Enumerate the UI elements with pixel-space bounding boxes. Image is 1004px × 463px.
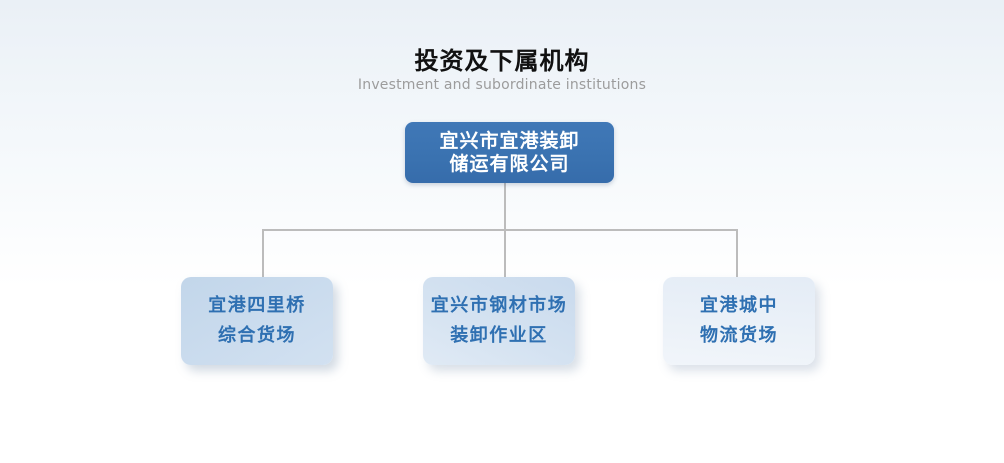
- org-node-root-line1: 宜兴市宜港装卸: [439, 130, 580, 153]
- org-node-child-steel-market-area: 宜兴市钢材市场 装卸作业区: [423, 277, 575, 365]
- org-node-root: 宜兴市宜港装卸 储运有限公司: [405, 122, 614, 183]
- page-title: 投资及下属机构: [414, 47, 590, 75]
- org-node-child-line2: 综合货场: [218, 325, 296, 346]
- org-node-child-silibridge-yard: 宜港四里桥 综合货场: [181, 277, 333, 365]
- connector-right-vertical: [736, 230, 738, 278]
- page-subtitle: Investment and subordinate institutions: [357, 77, 647, 93]
- org-node-child-line1: 宜兴市钢材市场: [430, 294, 568, 316]
- org-node-root-line2: 储运有限公司: [449, 152, 570, 175]
- org-node-child-line2: 装卸作业区: [450, 325, 548, 346]
- org-node-child-line2: 物流货场: [700, 325, 778, 346]
- org-node-child-line1: 宜港城中: [700, 294, 778, 316]
- org-node-child-line1: 宜港四里桥: [208, 294, 306, 316]
- org-node-child-citycenter-logistics-yard: 宜港城中 物流货场: [663, 277, 815, 365]
- connector-left-vertical: [262, 230, 264, 278]
- connector-horizontal: [262, 229, 738, 231]
